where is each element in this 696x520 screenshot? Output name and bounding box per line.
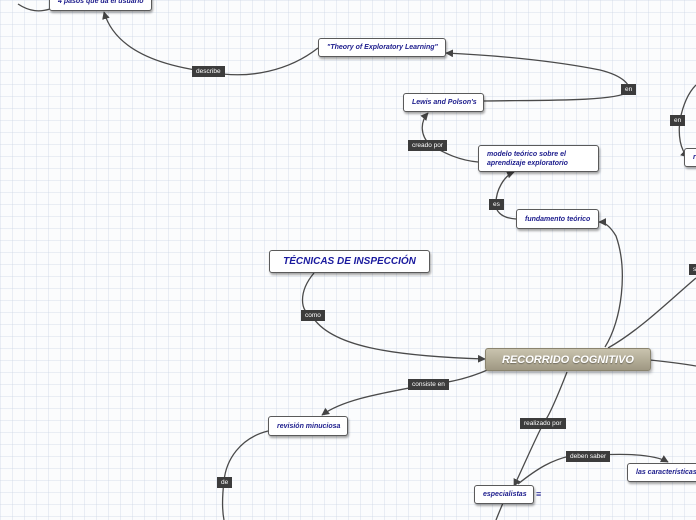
node-right-partial[interactable]: r xyxy=(684,148,696,167)
node-especialistas[interactable]: especialistas xyxy=(474,485,534,504)
edge-central-especialistas xyxy=(513,371,568,487)
node-caracteristicas[interactable]: las características xyxy=(627,463,696,482)
edge-central-revision xyxy=(321,367,493,416)
edge-revision-de xyxy=(221,430,269,520)
edge-central-right-lower xyxy=(649,359,696,367)
edge-especialistas-down xyxy=(495,502,504,520)
edge-pasos-left xyxy=(17,3,51,12)
link-label-es: es xyxy=(489,199,504,210)
link-label-como: como xyxy=(301,310,325,321)
link-label-creado-por: creado por xyxy=(408,140,448,151)
link-label-de: de xyxy=(217,477,233,488)
link-label-consiste-en: consiste en xyxy=(408,379,449,390)
edge-central-fundamento xyxy=(598,218,623,348)
node-tecnicas-inspeccion[interactable]: TÉCNICAS DE INSPECCIÓN xyxy=(269,250,430,273)
edge-fundamento-modelo xyxy=(495,170,517,220)
link-label-describe: describe xyxy=(192,66,225,77)
node-theory-exploratory[interactable]: "Theory of Exploratory Learning" xyxy=(318,38,446,57)
node-fundamento-teorico[interactable]: fundamento teórico xyxy=(516,209,599,229)
edge-tecnicas-central xyxy=(301,272,486,363)
link-label-realizado-por: realizado por xyxy=(520,418,566,429)
node-4-pasos[interactable]: 4 pasos que da el usuario xyxy=(49,0,152,11)
node-lewis-polson[interactable]: Lewis and Polson's xyxy=(403,93,484,112)
link-label-en-right: en xyxy=(670,115,686,126)
edge-lewis-theory xyxy=(445,49,630,102)
menu-icon[interactable]: ≡ xyxy=(536,489,542,499)
node-revision-minuciosa[interactable]: revisión minuciosa xyxy=(268,416,348,436)
link-label-en: en xyxy=(621,84,637,95)
edge-modelo-lewis xyxy=(420,112,479,163)
edge-central-right-upper xyxy=(607,277,696,349)
link-label-right-edge: s xyxy=(689,264,696,275)
central-topic[interactable]: RECORRIDO COGNITIVO xyxy=(485,348,651,371)
link-label-deben-saber: deben saber xyxy=(566,451,611,462)
node-modelo-teorico[interactable]: modelo teórico sobre el aprendizaje expl… xyxy=(478,145,599,172)
